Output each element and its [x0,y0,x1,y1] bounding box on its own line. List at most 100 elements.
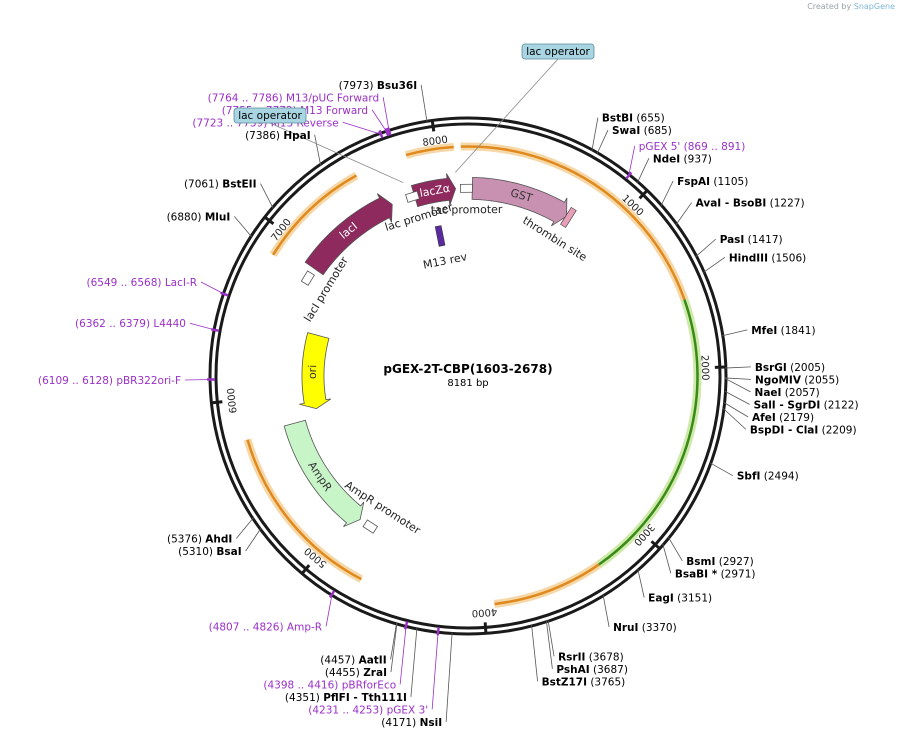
lac-operator-box [233,107,307,124]
site-paren: ) [795,471,799,483]
site-labels: BstBI (655)SwaI (685)pGEX 5' (869 .. 891… [38,43,859,729]
primer-site-mark [625,171,633,180]
site-paren: ) [621,676,625,688]
credit-brand: SnapGene [853,2,895,11]
site-pflfi-leader [410,627,418,697]
feature-ori-arrow [299,332,332,410]
site-paren: ( [818,424,825,436]
site-nrui-label: NruI (3370) [613,622,677,634]
primer-paren: ( [308,704,312,716]
tick-mark [430,120,436,132]
site-name: NdeI [653,153,680,165]
site-naei-leader [724,377,751,393]
site-position: 2494 [768,471,795,483]
primer-m13-reverse-leader [342,121,382,135]
site-paren: ) [624,664,628,676]
feature-m13-rev-mark [434,225,446,247]
site-paren: ) [811,325,815,337]
site-paren: ( [674,592,681,604]
site-position: 5376 [171,534,198,546]
site-bstbi-label: BstBI (655) [602,113,665,125]
site-bsu36i-leader [420,84,428,123]
site-position: 1841 [785,325,812,337]
site-paren: ) [276,130,283,142]
site-bsu36i-label: (7973) Bsu36I [339,80,418,92]
site-paren: ( [585,651,592,663]
site-separator: - [784,424,796,436]
primer-m13-puc-forward-label: (7764 .. 7786) M13/pUC Forward [208,92,380,104]
primer-paren: ( [38,375,42,387]
site-paren: ) [620,651,624,663]
site-sbfi-leader [709,462,734,477]
site-bspdi-label: BspDI - ClaI (2209) [750,424,857,436]
site-paren: ) [802,252,806,264]
site-paren: ) [209,546,216,558]
primer-pbr322ori-f-leader [185,379,212,381]
site-paren: ) [198,534,205,546]
tick-label: 6000 [226,387,240,413]
site-position: 2122 [828,399,855,411]
site-paren: ) [369,80,376,92]
site-paren: ) [835,374,839,386]
site-bstz17i-leader [531,624,538,682]
primer-paren: ( [192,117,196,129]
site-paren: ) [810,412,814,424]
feature-ori-label: ori [306,365,319,380]
primer-range: 4231 .. 4253 [312,704,379,716]
feature-m13-rev-label: M13 rev [422,250,469,272]
site-name: MfeI [751,325,777,337]
site-name: BstEII [222,179,256,191]
site-paren: ( [638,622,645,634]
site-hpai-leader [314,134,322,166]
site-bspdi-leader [722,407,747,430]
site-aatii-leader [390,622,398,660]
primer-pbrforeco-label: (4398 .. 4416) pBRforEco [263,679,396,691]
primer-range: 4398 .. 4416 [267,679,334,691]
site-name: AfeI [752,412,776,424]
primer-paren: ( [680,141,687,153]
primer-l4440-leader [189,322,216,331]
site-paren: ( [640,125,647,137]
primer-site-mark [328,590,336,599]
site-paren: ) [215,179,222,191]
site-rsrii-label: RsrII (3678) [558,651,624,663]
site-paren: ) [673,622,677,634]
site-nrui-leader [602,594,610,628]
lac-operator-label: lac operator [526,46,590,58]
site-position: 685 [648,125,668,137]
site-paren: ) [779,234,783,246]
primer-m13-puc-forward-leader [382,97,390,132]
site-pasi-label: PasI (1417) [720,234,783,246]
site-bsabi-leader [662,543,672,574]
primer-range: 6549 .. 6568 [91,277,158,289]
site-paren: ) [197,211,204,223]
site-bsabi-label: BsaBI * (2971) [675,568,756,580]
site-bsrgi-leader [724,366,751,369]
site-paren: ( [710,176,717,188]
promoter-lac-promoter-mark [405,190,420,203]
primer-name: pGEX 3' [387,704,429,716]
site-paren: ) [316,692,323,704]
primer-name: L4440 [153,318,186,330]
site-swai-leader [596,129,609,154]
site-position: 2005 [794,362,821,374]
site-paren: ) [708,153,712,165]
site-nsii-leader [445,632,453,722]
site-pflfi-label: (4351) PflFI - Tth111I [285,692,407,704]
tick-label: 8000 [422,135,449,149]
site-hpai-label: (7386) HpaI [245,130,311,142]
site-paren: ) [800,198,804,210]
tick-label: 4000 [471,606,497,619]
primer-site-mark [403,621,409,630]
site-paren: ( [285,692,289,704]
site-paren: ( [587,676,594,688]
site-rsrii-leader [547,620,555,657]
primer-paren: ( [75,318,79,330]
primer-paren: ) [146,318,153,330]
site-paren: ( [777,325,784,337]
primer-paren: ) [334,679,341,691]
site-name: ZraI [363,667,387,679]
site-paren: ( [339,80,343,92]
site-bstbi-leader [591,117,599,151]
